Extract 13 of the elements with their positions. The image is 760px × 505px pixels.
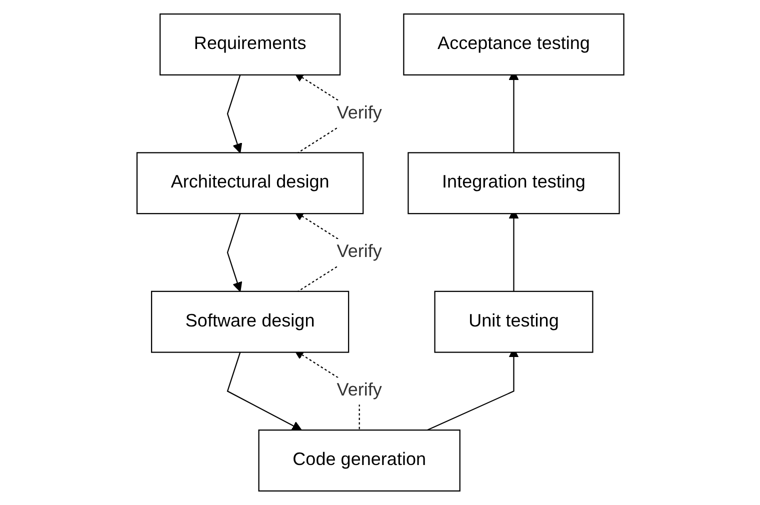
node-box: Architectural design bbox=[136, 152, 364, 214]
edge-label: Verify bbox=[336, 104, 382, 123]
node-box: Software design bbox=[150, 290, 349, 353]
edge-label: Verify bbox=[336, 381, 382, 400]
node-box: Code generation bbox=[258, 430, 460, 492]
arrow bbox=[226, 74, 242, 154]
node-box: Acceptance testing bbox=[402, 13, 624, 76]
node-box: Requirements bbox=[159, 13, 340, 76]
arrow bbox=[226, 352, 302, 431]
arrow bbox=[226, 213, 242, 292]
node-box: Unit testing bbox=[434, 290, 593, 353]
edge-label: Verify bbox=[336, 242, 382, 262]
node-box: Integration testing bbox=[407, 152, 620, 214]
